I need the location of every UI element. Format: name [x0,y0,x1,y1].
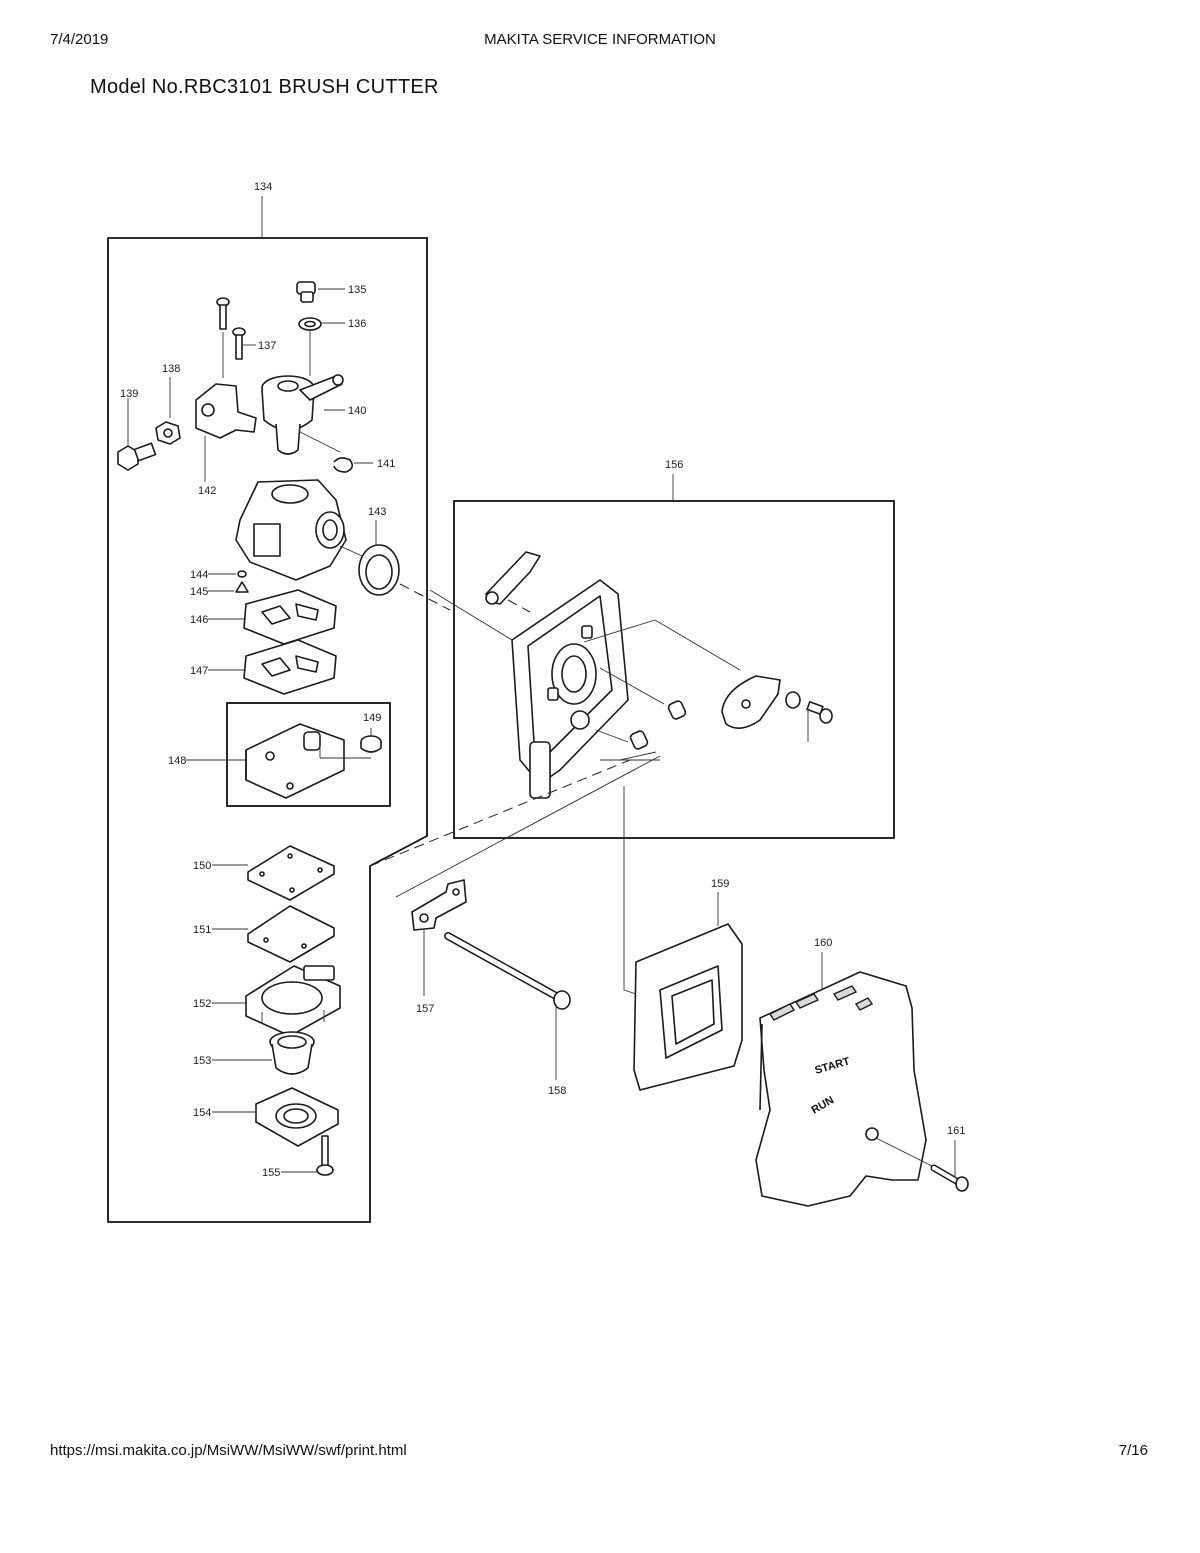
label-144: 144 [190,569,208,581]
part-154-cover-plate [255,1087,339,1147]
label-157: 157 [416,1003,434,1015]
spacer-collar-2 [629,730,649,750]
print-date: 7/4/2019 [50,31,109,48]
part-161-screw [930,1164,969,1192]
page-number: 7/16 [1118,1442,1148,1459]
part-150-diaphragm [247,845,335,901]
spacer-collar-1 [667,700,687,720]
part-140-throttle-shaft [261,374,344,455]
label-134: 134 [254,181,272,193]
part-screw-top [216,297,230,330]
part-155-screw [316,1135,334,1176]
label-140: 140 [348,405,366,417]
part-147-gasket [243,639,337,695]
model-title: Model No.RBC3101 BRUSH CUTTER [90,76,439,98]
part-157-bracket [411,879,467,931]
source-url: https://msi.makita.co.jp/MsiWW/MsiWW/swf… [50,1442,407,1459]
washer [785,691,801,709]
label-141: 141 [377,458,395,470]
label-136: 136 [348,318,366,330]
label-137: 137 [258,340,276,352]
part-139-bolt [117,442,157,471]
part-149-cap [360,735,382,753]
label-152: 152 [193,998,211,1010]
part-142-bracket [195,383,257,439]
air-cleaner-base [511,579,629,799]
pump-body-subgroup-box [226,702,391,807]
label-143: 143 [368,506,386,518]
part-141-clip [333,457,354,473]
label-160: 160 [814,937,832,949]
carburetor-body [235,479,347,581]
screw-small [806,701,833,724]
part-135-screw [296,281,316,303]
label-146: 146 [190,614,208,626]
part-144-o-ring [237,570,247,578]
air-cleaner-box-outline [453,500,895,839]
label-138: 138 [162,363,180,375]
label-148: 148 [168,755,186,767]
part-151-gasket [247,905,335,963]
label-151: 151 [193,924,211,936]
label-154: 154 [193,1107,211,1119]
label-158: 158 [548,1085,566,1097]
part-160-air-cleaner-cover: START RUN [755,971,927,1207]
label-161: 161 [947,1125,965,1137]
label-149: 149 [363,712,381,724]
part-153-primer-cup [269,1031,315,1075]
label-156: 156 [665,459,683,471]
label-145: 145 [190,586,208,598]
label-142: 142 [198,485,216,497]
part-159-foam-filter [633,923,743,1091]
page-header-title: MAKITA SERVICE INFORMATION [484,31,716,48]
part-143-gasket-ring [358,544,400,596]
choke-plate [721,675,781,729]
part-146-gasket [243,589,337,645]
label-155: 155 [262,1167,280,1179]
part-148-pump-body [245,723,345,799]
part-137-screw [232,327,246,360]
label-159: 159 [711,878,729,890]
part-158-long-bolt [444,932,571,1010]
label-150: 150 [193,860,211,872]
label-153: 153 [193,1055,211,1067]
part-152-pump-cover [245,965,341,1037]
label-135: 135 [348,284,366,296]
label-139: 139 [120,388,138,400]
label-147: 147 [190,665,208,677]
choke-lever [485,551,541,605]
part-145-needle [235,581,249,593]
